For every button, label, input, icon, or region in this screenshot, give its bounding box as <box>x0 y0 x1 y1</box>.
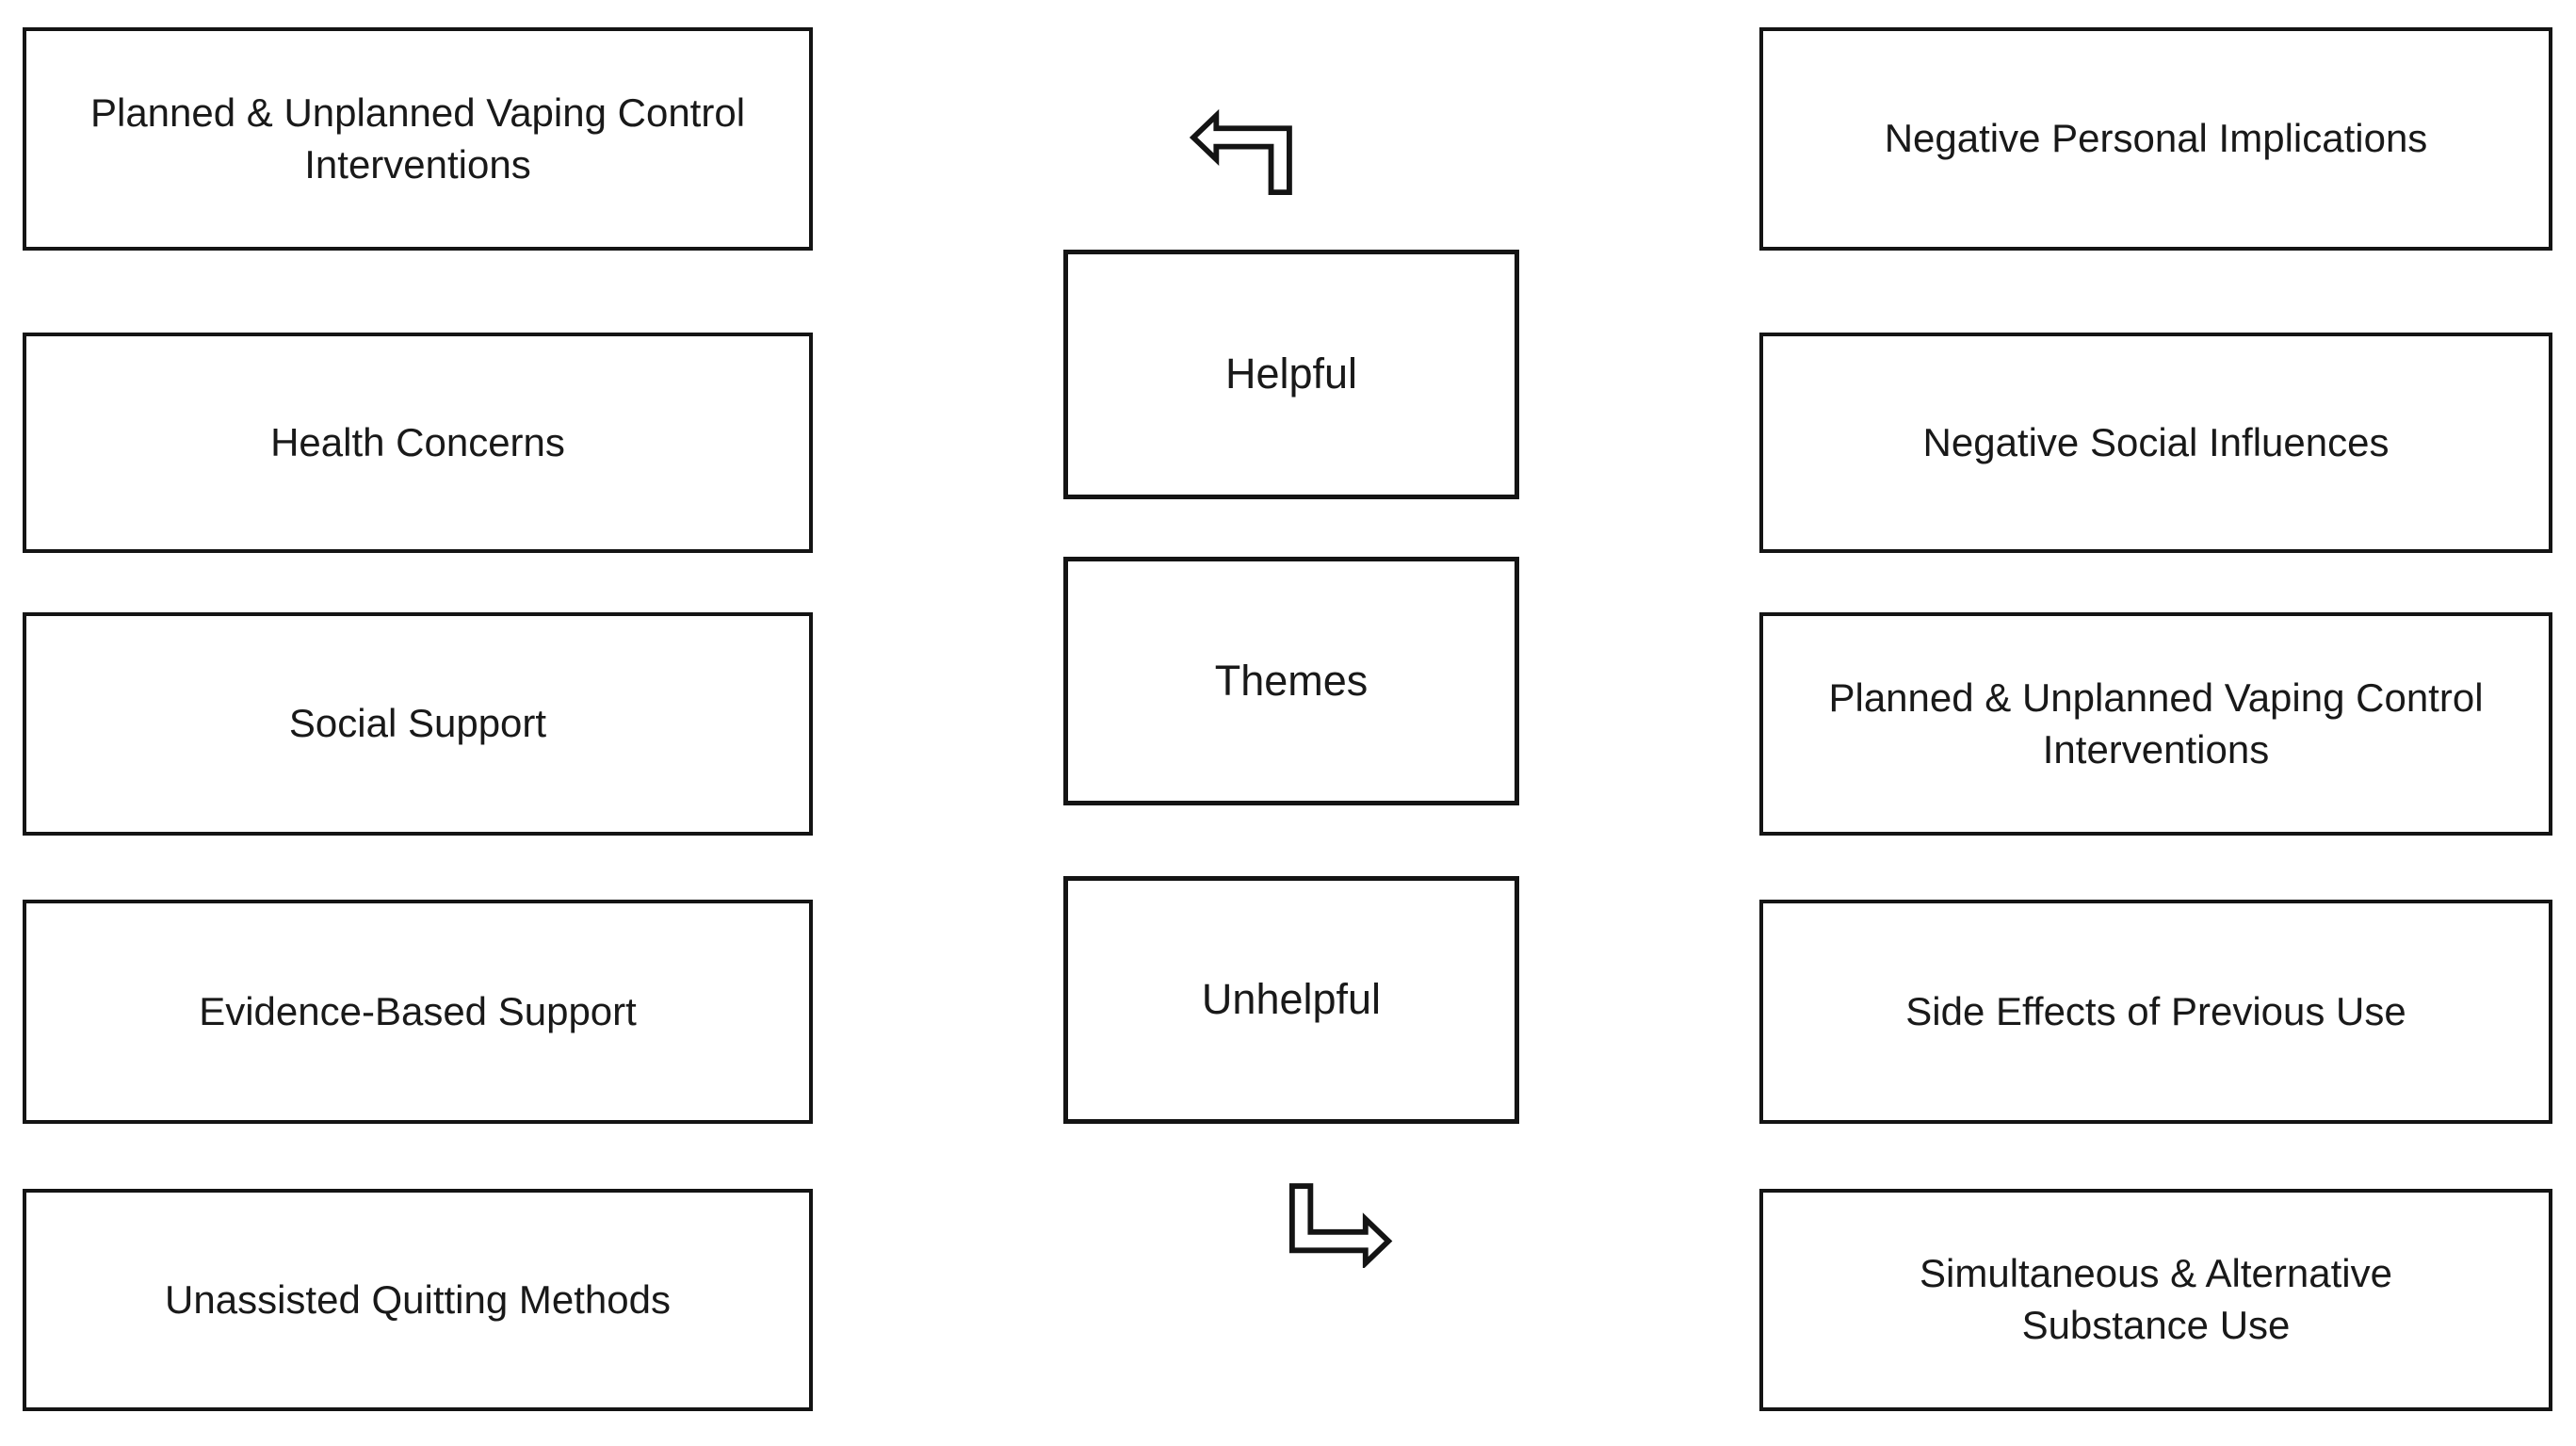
box-label: Evidence-Based Support <box>199 988 637 1033</box>
box-label: Simultaneous & Alternative Substance Use <box>1920 1251 2392 1347</box>
unhelpful-category-box: Unhelpful <box>1063 876 1519 1124</box>
helpful-theme-evidence-based-support-box: Evidence-Based Support <box>23 900 813 1124</box>
box-label: Unassisted Quitting Methods <box>165 1276 671 1322</box>
box-label: Health Concerns <box>270 419 565 464</box>
box-label: Social Support <box>288 701 547 746</box>
themes-category-box: Themes <box>1063 557 1519 805</box>
bent-arrow-right-icon <box>1288 1183 1393 1268</box>
helpful-theme-health-concerns-box: Health Concerns <box>23 333 813 553</box>
unhelpful-theme-simultaneous-alternative-substance-use-box: Simultaneous & Alternative Substance Use <box>1759 1189 2552 1411</box>
helpful-theme-planned-unplanned-interventions-box: Planned & Unplanned Vaping Control Inter… <box>23 27 813 251</box>
box-label: Unhelpful <box>1201 975 1382 1024</box>
unhelpful-theme-negative-personal-implications-box: Negative Personal Implications <box>1759 27 2552 251</box>
bent-arrow-left-icon <box>1189 108 1292 196</box>
unhelpful-theme-planned-unplanned-interventions-box: Planned & Unplanned Vaping Control Inter… <box>1759 612 2552 836</box>
box-label: Negative Personal Implications <box>1884 116 2428 161</box>
box-label: Negative Social Influences <box>1922 419 2390 464</box>
helpful-theme-unassisted-quitting-methods-box: Unassisted Quitting Methods <box>23 1189 813 1411</box>
unhelpful-theme-side-effects-previous-use-box: Side Effects of Previous Use <box>1759 900 2552 1124</box>
unhelpful-theme-negative-social-influences-box: Negative Social Influences <box>1759 333 2552 553</box>
box-label: Side Effects of Previous Use <box>1905 988 2406 1033</box>
helpful-theme-social-support-box: Social Support <box>23 612 813 836</box>
box-label: Planned & Unplanned Vaping Control Inter… <box>1828 674 2484 772</box>
box-label: Helpful <box>1224 349 1358 398</box>
box-label: Themes <box>1214 656 1369 705</box>
helpful-category-box: Helpful <box>1063 250 1519 499</box>
box-label: Planned & Unplanned Vaping Control Inter… <box>89 89 746 187</box>
